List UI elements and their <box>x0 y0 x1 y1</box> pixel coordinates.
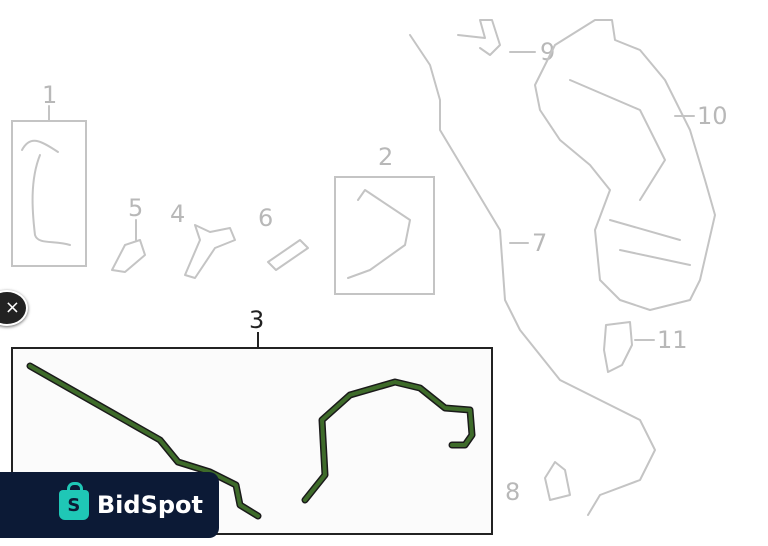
callout-2: 2 <box>378 143 393 171</box>
callout-4: 4 <box>170 200 185 228</box>
callout-1: 1 <box>42 81 57 109</box>
brand-name: BidSpot <box>96 491 203 519</box>
part-6: 6 <box>258 204 309 271</box>
callout-11: 11 <box>657 326 688 354</box>
callout-7: 7 <box>532 229 547 257</box>
part-10: 10 <box>534 19 728 311</box>
logo-letter: S <box>67 495 81 516</box>
close-icon: × <box>4 297 20 318</box>
callout-9: 9 <box>540 38 555 66</box>
callout-8: 8 <box>505 478 520 506</box>
part-7: 7 <box>409 34 656 516</box>
brand-banner: S BidSpot <box>0 472 219 538</box>
part-1: 1 <box>11 81 87 267</box>
part-2: 2 <box>334 143 435 295</box>
callout-10: 10 <box>697 102 728 130</box>
part-11: 11 <box>603 321 688 373</box>
part-9: 9 <box>457 19 555 66</box>
callout-3: 3 <box>249 306 264 334</box>
part-8: 8 <box>505 461 571 506</box>
callout-5: 5 <box>128 194 143 222</box>
shopping-bag-logo-icon: S <box>58 482 89 520</box>
part-4: 4 <box>170 200 236 279</box>
callout-6: 6 <box>258 204 273 232</box>
part-5: 5 <box>111 194 146 273</box>
